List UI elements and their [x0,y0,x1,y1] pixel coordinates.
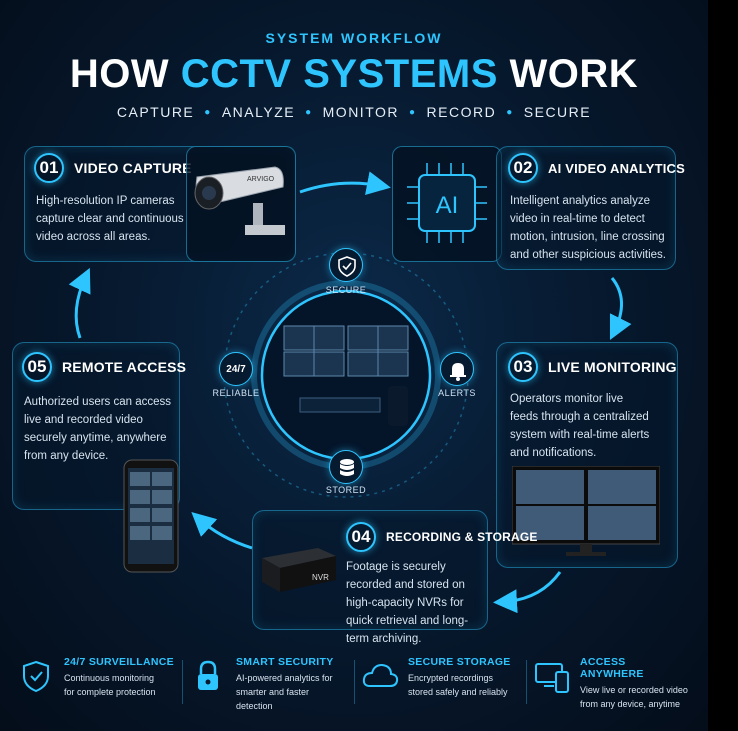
feature-smart-security: SMART SECURITY AI-powered analytics for … [182,646,354,716]
infographic: SYSTEM WORKFLOW HOW CCTV SYSTEMS WORK CA… [0,0,708,731]
card-remote-access-head: 05 REMOTE ACCESS [22,352,186,382]
card-description: Authorized users can access live and rec… [24,396,172,462]
alerts-badge [440,352,474,386]
feature-text: 24/7 SURVEILLANCE Continuous monitoring … [64,656,174,699]
ai-chip-icon: AI [407,163,487,243]
feature-line: stored safely and reliably [408,687,508,697]
feature-line: Continuous monitoring [64,673,155,683]
monitor-image [512,466,660,556]
step-secure: SECURE [523,104,592,120]
nvr-device-image: NVR [262,548,336,592]
step-analyze: ANALYZE [221,104,296,120]
step-number: 02 [508,153,538,183]
feature-footer: 24/7 SURVEILLANCE Continuous monitoring … [10,646,698,716]
bullet-dot: ● [204,106,212,118]
feature-title: SECURE STORAGE [408,656,511,668]
arrow-recording-to-remote [191,511,253,550]
reliable-label: RELIABLE [212,388,260,398]
stored-badge [329,450,363,484]
title-accent: CCTV SYSTEMS [180,52,498,96]
title-suffix: WORK [497,52,639,96]
step-record: RECORD [426,104,497,120]
feature-line: View live or recorded video [580,685,688,695]
secure-label: SECURE [325,285,367,295]
shield-check-icon [338,256,356,277]
workflow-connectors [68,171,632,614]
arrow-monitoring-to-recording [493,571,562,614]
title-prefix: HOW [69,52,181,96]
bullet-dot: ● [506,106,514,118]
feature-title: 24/7 SURVEILLANCE [64,656,174,668]
card-title: VIDEO CAPTURE [74,160,192,176]
card-description: Footage is securely recorded and stored … [346,561,469,645]
control-room-illustration [283,325,409,426]
bullet-dot: ● [409,106,417,118]
card-video-capture-head: 01 VIDEO CAPTURE [34,153,192,183]
card-title: RECORDING & STORAGE [386,530,538,544]
smartphone-image [123,459,179,573]
feature-surveillance: 24/7 SURVEILLANCE Continuous monitoring … [10,646,182,716]
feature-line: AI-powered analytics for [236,673,333,683]
feature-line: from any device, anytime [580,699,681,709]
page-title: HOW CCTV SYSTEMS WORK [0,52,708,97]
bullet-dot: ● [305,106,313,118]
step-number: 05 [22,352,52,382]
camera-brand: ARVIGO [247,176,275,183]
step-capture: CAPTURE [116,104,195,120]
bell-icon [450,363,466,381]
cloud-icon [362,663,399,687]
step-number: 04 [346,522,376,552]
card-title: REMOTE ACCESS [62,359,187,375]
card-description: Intelligent analytics analyze video in r… [510,195,666,261]
card-ai-analytics-head: 02 AI VIDEO ANALYTICS [508,153,685,183]
reliable-badge-text: 24/7 [226,363,246,375]
secure-badge [329,248,363,282]
alerts-label: ALERTS [438,388,476,398]
reliable-badge: 24/7 [219,352,253,386]
database-icon [340,459,354,476]
card-title: AI VIDEO ANALYTICS [548,160,685,176]
arrow-capture-to-analytics [299,171,391,195]
lock-icon [198,660,218,690]
feature-title: SMART SECURITY [236,656,334,668]
shield-icon [23,660,49,693]
feature-secure-storage: SECURE STORAGE Encrypted recordings stor… [354,646,526,716]
feature-title: ACCESS ANYWHERE [580,656,644,680]
card-title: LIVE MONITORING [548,359,677,375]
card-recording-storage-head: 04 RECORDING & STORAGE [346,522,538,552]
cctv-camera-icon: ARVIGO [194,166,285,235]
feature-line: for complete protection [64,687,156,697]
ai-chip-image: AI [392,146,502,262]
step-number: 01 [34,153,64,183]
step-monitor: MONITOR [322,104,399,120]
card-description: Operators monitor live feeds through a c… [510,393,650,459]
stored-label: STORED [325,485,367,495]
feature-text: ACCESS ANYWHERE View live or recorded vi… [580,656,692,711]
feature-line: Encrypted recordings [408,673,494,683]
camera-image: ARVIGO [186,146,296,262]
nvr-label: NVR [312,573,329,582]
feature-access-anywhere: ACCESS ANYWHERE View live or recorded vi… [526,646,698,716]
eyebrow-label: SYSTEM WORKFLOW [265,30,443,46]
feature-text: SMART SECURITY AI-powered analytics for … [236,656,348,713]
card-description: High-resolution IP cameras capture clear… [36,195,184,243]
arrow-remote-to-capture [68,267,91,339]
workflow-steps: CAPTURE ● ANALYZE ● MONITOR ● RECORD ● S… [0,104,708,120]
arrow-analytics-to-monitoring [609,277,632,341]
devices-icon [535,663,569,693]
chip-label: AI [436,192,459,219]
feature-line: smarter and faster detection [236,687,310,711]
step-number: 03 [508,352,538,382]
feature-text: SECURE STORAGE Encrypted recordings stor… [408,656,511,699]
card-live-monitoring-head: 03 LIVE MONITORING [508,352,677,382]
